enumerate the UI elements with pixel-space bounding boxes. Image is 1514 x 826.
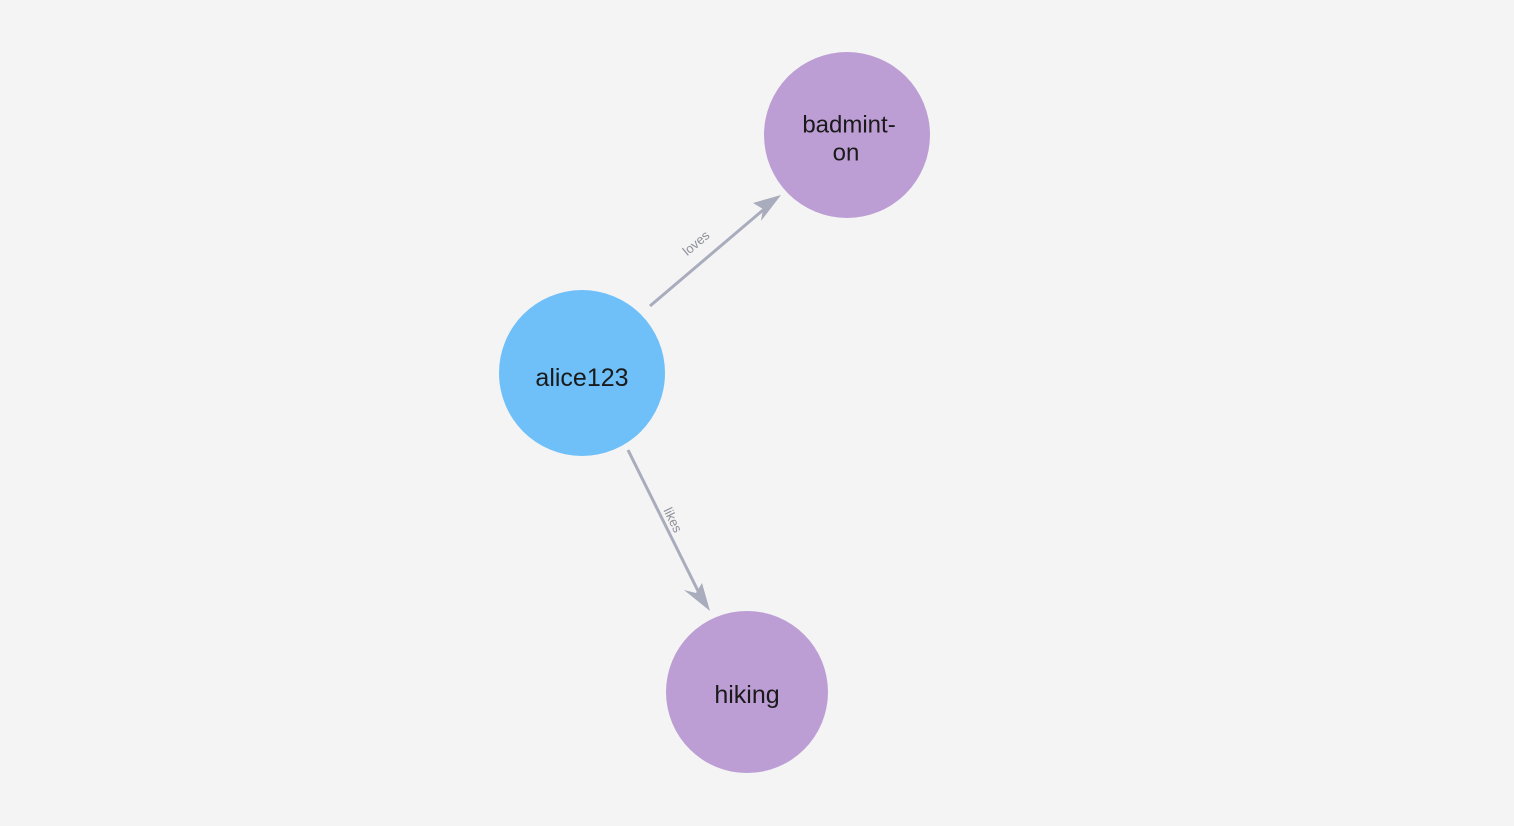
node-circle-alice123[interactable] [499,290,665,456]
edge-alice123-loves-badminton[interactable]: loves [649,195,781,308]
node-badminton[interactable]: badmint- on [764,52,930,218]
node-layer: alice123 badmint- on hiking [499,52,930,773]
arrowhead-icon [684,583,710,611]
node-alice123[interactable]: alice123 [499,290,665,456]
edge-line [649,197,777,308]
node-circle-badminton[interactable] [764,52,930,218]
arrowhead-icon [753,195,781,221]
edge-label-loves: loves [680,227,713,258]
edge-alice123-likes-hiking[interactable]: likes [626,449,710,611]
node-hiking[interactable]: hiking [666,611,828,773]
edge-line [626,449,705,602]
node-circle-hiking[interactable] [666,611,828,773]
